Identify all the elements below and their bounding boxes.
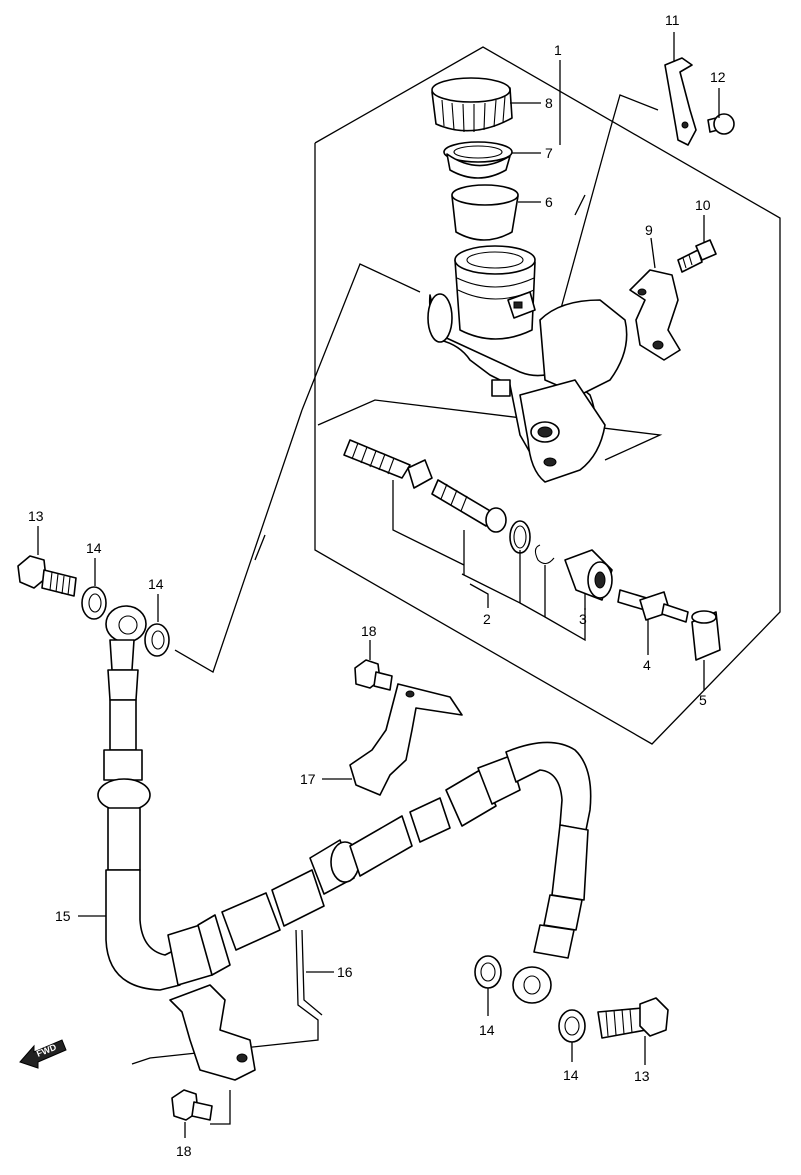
lower-hose-clamp bbox=[169, 984, 256, 1081]
callout-11: 11 bbox=[665, 12, 680, 28]
part-14-washer-3 bbox=[474, 955, 502, 989]
callout-14-d: 14 bbox=[563, 1067, 579, 1083]
part-7-diaphragm-plate bbox=[443, 141, 513, 179]
part-13-union-bolt-upper bbox=[17, 555, 77, 597]
part-11-bracket bbox=[664, 57, 697, 146]
callout-14-a: 14 bbox=[86, 540, 102, 556]
callout-14-c: 14 bbox=[479, 1022, 495, 1038]
part-10-bolt bbox=[677, 239, 717, 273]
part-8-reservoir-cap bbox=[431, 77, 513, 133]
part-14-washer-2 bbox=[144, 623, 170, 657]
callout-15: 15 bbox=[55, 908, 71, 924]
part-9-holder bbox=[629, 269, 681, 361]
callout-6: 6 bbox=[545, 194, 553, 210]
callout-12: 12 bbox=[710, 69, 726, 85]
part-1-master-cylinder bbox=[427, 245, 628, 483]
callout-labels: 1 8 7 6 11 12 10 9 2 3 4 5 13 14 14 18 1… bbox=[28, 12, 726, 1159]
callout-14-b: 14 bbox=[148, 576, 164, 592]
part-18-bolt-upper bbox=[354, 659, 393, 691]
fwd-arrow-icon bbox=[19, 1039, 67, 1069]
callout-5: 5 bbox=[699, 692, 707, 708]
callout-18-upper: 18 bbox=[361, 623, 377, 639]
callout-7: 7 bbox=[545, 145, 553, 161]
callout-8: 8 bbox=[545, 95, 553, 111]
part-17-hose-bracket bbox=[349, 683, 463, 796]
callout-4: 4 bbox=[643, 657, 651, 673]
callout-13-upper: 13 bbox=[28, 508, 44, 524]
part-18-bolt-lower bbox=[171, 1089, 213, 1121]
callout-9: 9 bbox=[645, 222, 653, 238]
callout-1: 1 bbox=[554, 42, 562, 58]
part-5-cap bbox=[691, 610, 721, 661]
callout-10: 10 bbox=[695, 197, 711, 213]
part-12-screw bbox=[707, 113, 735, 135]
part-4-push-rod bbox=[617, 589, 689, 623]
callout-2: 2 bbox=[483, 611, 491, 627]
callout-17: 17 bbox=[300, 771, 316, 787]
leader-lines bbox=[37, 32, 720, 1138]
callout-13-lower: 13 bbox=[634, 1068, 650, 1084]
part-16-clamp-wire bbox=[131, 929, 323, 1065]
part-2-piston-set bbox=[343, 439, 555, 565]
part-13-union-bolt-lower bbox=[597, 997, 669, 1039]
part-14-washer-4 bbox=[558, 1009, 586, 1043]
part-15-clutch-hose bbox=[97, 605, 592, 1004]
callout-3: 3 bbox=[579, 611, 587, 627]
fwd-indicator: FWD bbox=[19, 1039, 67, 1069]
callout-18-lower: 18 bbox=[176, 1143, 192, 1159]
part-6-diaphragm bbox=[451, 184, 519, 241]
part-14-washer-1 bbox=[81, 586, 107, 620]
callout-16: 16 bbox=[337, 964, 353, 980]
part-3-boot bbox=[564, 549, 613, 601]
